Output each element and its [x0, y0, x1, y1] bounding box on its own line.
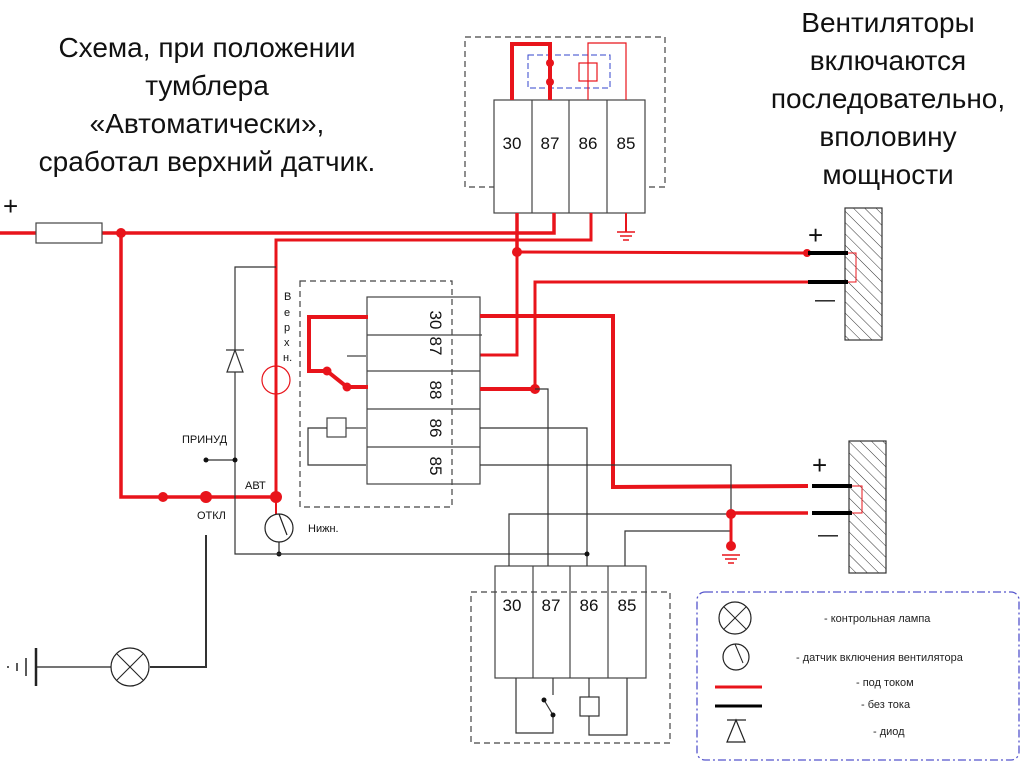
- upper-sensor-label: е: [284, 307, 290, 319]
- bottom-relay-pin: 86: [580, 596, 599, 615]
- bottom-relay: 30 87 86 85: [470, 565, 671, 744]
- switch-forced-contact[interactable]: [203, 457, 209, 463]
- title-right: Вентиляторы включаются последовательно, …: [771, 7, 1005, 190]
- middle-relay-pin: 30: [426, 311, 445, 330]
- legend-box: [696, 591, 1020, 761]
- ground-icon: [722, 554, 740, 564]
- title-right-line: Вентиляторы: [801, 7, 974, 38]
- legend: - контрольная лампа - датчик включения в…: [696, 591, 1020, 761]
- legend-item-text: - датчик включения вентилятора: [796, 652, 964, 664]
- bottom-relay-pin: 85: [618, 596, 637, 615]
- lower-sensor: [264, 513, 294, 543]
- switch-forced-label: ПРИНУД: [182, 434, 228, 446]
- upper-sensor-label: х: [284, 337, 290, 349]
- upper-sensor-label: р: [284, 322, 290, 334]
- title-right-line: последовательно,: [771, 83, 1005, 114]
- fan-1-minus-label: —: [815, 289, 835, 311]
- middle-relay-pin: 87: [426, 337, 445, 356]
- title-left-line: Схема, при положении: [58, 32, 355, 63]
- fan-sensor-icon: [722, 643, 750, 671]
- legend-item-text: - диод: [873, 726, 905, 738]
- lower-sensor-label: Нижн.: [308, 523, 339, 535]
- ground-icon: [617, 213, 635, 241]
- middle-relay: 30 87 88 86 85: [299, 280, 482, 508]
- upper-sensor-label: н.: [283, 352, 292, 364]
- diode-icon: [726, 718, 746, 743]
- middle-relay-pin: 86: [426, 419, 445, 438]
- middle-relay-housing: [299, 280, 453, 508]
- title-left-line: сработал верхний датчик.: [39, 146, 376, 177]
- top-relay-inner-box: [527, 54, 611, 89]
- middle-relay-coil: [326, 417, 347, 438]
- switch-auto-label: АВТ: [245, 480, 266, 492]
- fuse: [35, 222, 103, 244]
- bottom-relay-pin: 30: [503, 596, 522, 615]
- ground-icon: [7, 648, 38, 686]
- fan-2-minus-label: —: [818, 524, 838, 546]
- control-lamp: [110, 647, 150, 687]
- legend-item-text: - под током: [856, 677, 914, 689]
- fan-1: + —: [803, 207, 883, 341]
- top-relay-pin: 85: [617, 134, 636, 153]
- top-relay-contact: [510, 42, 552, 100]
- top-relay-pin: 87: [541, 134, 560, 153]
- control-lamp-icon: [718, 601, 752, 635]
- title-left-line: тумблера: [145, 70, 269, 101]
- diode-icon: [226, 348, 244, 373]
- upper-sensor: [261, 365, 291, 395]
- title-right-line: мощности: [822, 159, 953, 190]
- fan-1-motor: [844, 207, 883, 341]
- fan-2-plus-label: +: [812, 450, 827, 480]
- top-relay-pin: 30: [503, 134, 522, 153]
- fan-2: + —: [812, 440, 887, 574]
- middle-relay-pin: 85: [426, 457, 445, 476]
- supply-plus-label: +: [3, 191, 18, 221]
- legend-item-text: - контрольная лампа: [824, 613, 931, 625]
- middle-relay-contact: [307, 315, 368, 373]
- bottom-relay-housing: [470, 591, 671, 744]
- switch-off-label: ОТКЛ: [197, 510, 226, 522]
- upper-sensor-label: В: [284, 291, 291, 303]
- title-left: Схема, при положении тумблера «Автоматич…: [39, 32, 376, 177]
- middle-relay-body: [366, 296, 481, 485]
- title-left-line: «Автоматически»,: [90, 108, 325, 139]
- legend-item-text: - без тока: [861, 699, 911, 711]
- bottom-relay-coil: [579, 696, 600, 717]
- top-relay: 30 87 86 85: [464, 36, 666, 214]
- top-relay-pin: 86: [579, 134, 598, 153]
- fan-1-plus-label: +: [808, 220, 823, 250]
- switch-common-contact[interactable]: [200, 491, 212, 503]
- title-right-line: включаются: [810, 45, 966, 76]
- middle-relay-pin: 88: [426, 381, 445, 400]
- fan-2-motor: [848, 440, 887, 574]
- title-right-line: вполовину: [819, 121, 956, 152]
- bottom-relay-pin: 87: [542, 596, 561, 615]
